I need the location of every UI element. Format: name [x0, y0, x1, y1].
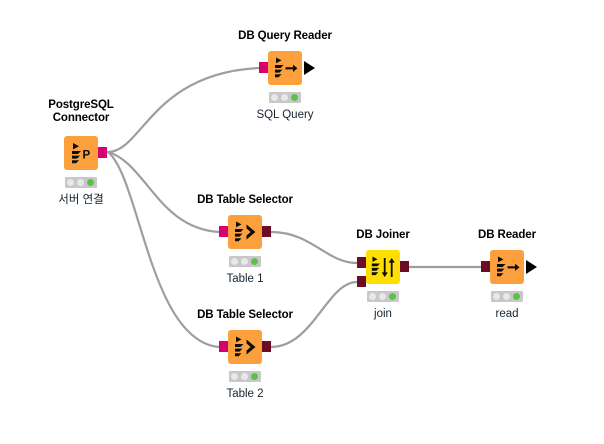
node-label: read — [495, 308, 519, 320]
connection-connector-to-query-reader[interactable] — [106, 66, 261, 154]
node-label: 서버 연결 — [58, 194, 104, 206]
status-dot-executed — [251, 373, 258, 380]
port-db-data-output[interactable] — [400, 261, 409, 272]
status-dot-idle — [271, 94, 278, 101]
status-dot-idle — [231, 373, 238, 380]
node-title: DB Reader — [478, 229, 536, 241]
node-status-bar — [491, 291, 523, 302]
status-dot-configured — [241, 258, 248, 265]
node-status-bar — [229, 256, 261, 267]
connection-connector-to-table-selector-1[interactable] — [106, 150, 221, 234]
node-title: PostgreSQL Connector — [48, 99, 114, 125]
status-dot-executed — [291, 94, 298, 101]
port-db-data-output[interactable] — [262, 341, 271, 352]
node-body[interactable] — [228, 330, 262, 364]
port-db-data-input-bottom[interactable] — [357, 276, 366, 287]
node-status-bar — [229, 371, 261, 382]
status-dot-executed — [513, 293, 520, 300]
node-label: Table 1 — [226, 273, 264, 285]
status-dot-idle — [493, 293, 500, 300]
status-dot-idle — [231, 258, 238, 265]
node-status-bar — [65, 177, 97, 188]
status-dot-configured — [379, 293, 386, 300]
port-data-table-output[interactable] — [526, 260, 537, 274]
status-dot-idle — [67, 179, 74, 186]
node-body[interactable] — [490, 250, 524, 284]
status-dot-configured — [503, 293, 510, 300]
status-dot-configured — [241, 373, 248, 380]
db-table-selector-icon — [235, 336, 256, 357]
status-dot-executed — [87, 179, 94, 186]
port-db-data-input[interactable] — [481, 261, 490, 272]
node-status-bar — [269, 92, 301, 103]
node-label: SQL Query — [256, 109, 314, 121]
node-title: DB Joiner — [356, 229, 410, 241]
port-db-connection-output[interactable] — [98, 147, 107, 158]
node-body[interactable] — [228, 215, 262, 249]
node-title-line1: PostgreSQL — [48, 99, 114, 111]
port-db-connection-input[interactable] — [219, 226, 228, 237]
node-body[interactable]: P — [64, 136, 98, 170]
node-status-bar — [367, 291, 399, 302]
status-dot-configured — [77, 179, 84, 186]
node-title: DB Query Reader — [238, 30, 332, 42]
status-dot-configured — [281, 94, 288, 101]
node-body[interactable] — [366, 250, 400, 284]
status-dot-executed — [389, 293, 396, 300]
port-db-connection-input[interactable] — [219, 341, 228, 352]
node-title: DB Table Selector — [197, 309, 293, 321]
connection-table-selector-1-to-joiner[interactable] — [269, 230, 359, 265]
node-body[interactable] — [268, 51, 302, 85]
port-data-table-output[interactable] — [304, 61, 315, 75]
port-db-data-input-top[interactable] — [357, 257, 366, 268]
node-label: join — [374, 308, 392, 320]
db-table-selector-icon — [235, 221, 256, 242]
db-connector-p-icon: P — [72, 143, 91, 164]
db-reader-icon — [497, 256, 520, 277]
port-db-connection-input[interactable] — [259, 62, 268, 73]
node-title: DB Table Selector — [197, 194, 293, 206]
db-query-reader-icon — [275, 57, 298, 78]
node-title-line2: Connector — [52, 112, 110, 124]
svg-text:P: P — [83, 150, 91, 162]
status-dot-executed — [251, 258, 258, 265]
status-dot-idle — [369, 293, 376, 300]
node-label: Table 2 — [226, 388, 264, 400]
db-joiner-icon — [371, 256, 395, 277]
port-db-data-output[interactable] — [262, 226, 271, 237]
